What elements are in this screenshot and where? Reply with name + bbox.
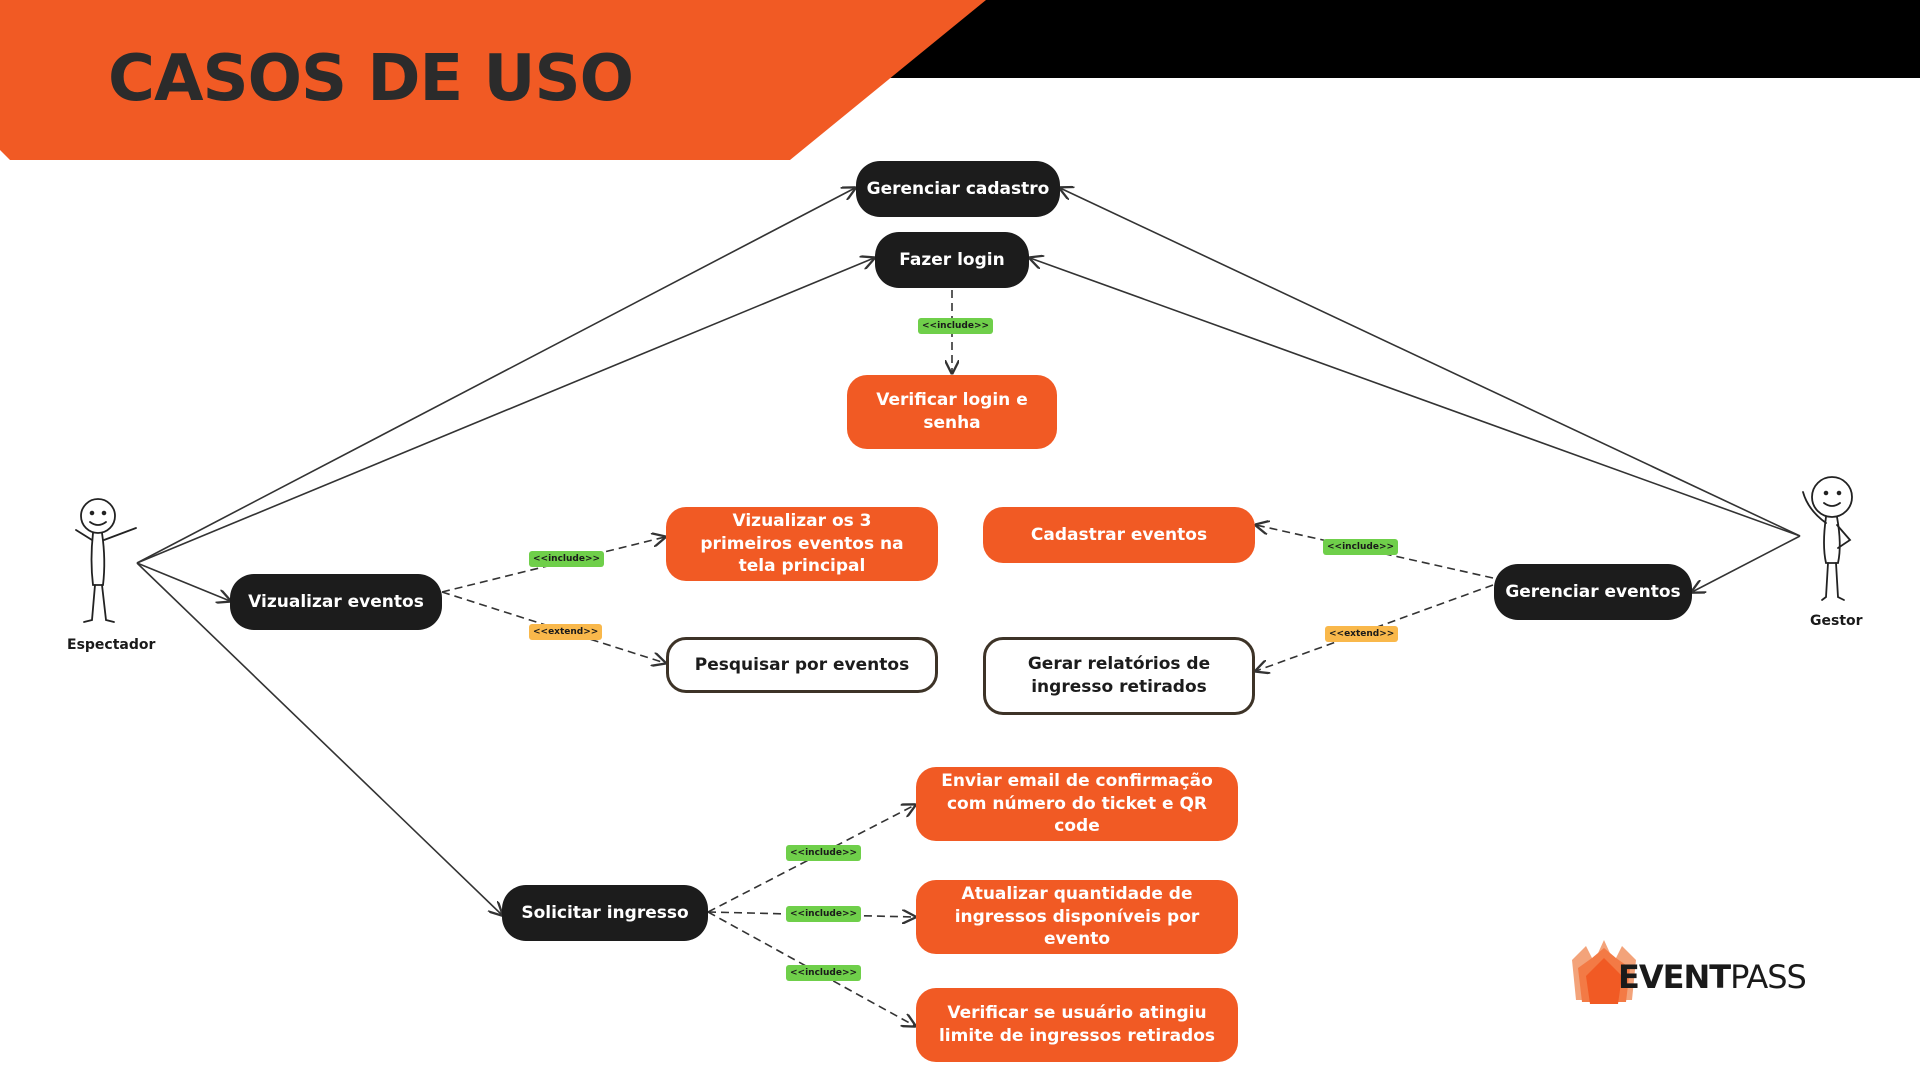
- logo-text-bold: EVENT: [1618, 958, 1731, 996]
- logo: EVENTPASS: [1618, 958, 1807, 996]
- include-tag: <<include>>: [1323, 539, 1399, 555]
- use-case-fazer-login: Fazer login: [875, 232, 1029, 288]
- actor-label-manager: Gestor: [1810, 613, 1863, 629]
- assoc-spectator-fazer-login: [136, 258, 874, 564]
- use-case-atualizar-quantidade: Atualizar quantidade de ingressos dispon…: [916, 880, 1238, 954]
- assoc-spectator-solicitar-ingresso: [136, 562, 502, 915]
- extend-tag: <<extend>>: [529, 624, 603, 640]
- use-case-gerenciar-eventos: Gerenciar eventos: [1494, 564, 1692, 620]
- page-title: CASOS DE USO: [108, 42, 634, 116]
- include-tag: <<include>>: [529, 551, 605, 567]
- actor-label-spectator: Espectador: [67, 637, 156, 653]
- use-case-solicitar-ingresso: Solicitar ingresso: [502, 885, 708, 941]
- assoc-spectator-vizualizar-eventos: [136, 562, 230, 601]
- extend-tag: <<extend>>: [1325, 626, 1399, 642]
- include-atualizar: [707, 912, 915, 917]
- assoc-spectator-gerenciar-cadastro: [136, 188, 855, 564]
- use-case-cadastrar-eventos: Cadastrar eventos: [983, 507, 1255, 563]
- use-case-vizualizar-eventos: Vizualizar eventos: [230, 574, 442, 630]
- flame-lotus-icon: [1572, 940, 1636, 1004]
- spectator-actor-icon: [75, 498, 137, 623]
- extend-relatorios: [1256, 584, 1494, 671]
- header-black-bar: [890, 0, 1920, 78]
- use-case-pesquisar-eventos: Pesquisar por eventos: [666, 637, 938, 693]
- use-case-gerenciar-cadastro: Gerenciar cadastro: [856, 161, 1060, 217]
- include-tag: <<include>>: [918, 318, 994, 334]
- assoc-manager-gerenciar-cadastro: [1060, 188, 1801, 537]
- use-case-verificar-login: Verificar login e senha: [847, 375, 1057, 449]
- logo-text-light: PASS: [1730, 958, 1807, 996]
- use-case-gerar-relatorios: Gerar relatórios de ingresso retirados: [983, 637, 1255, 715]
- manager-actor-icon: [1802, 476, 1853, 601]
- include-tag: <<include>>: [786, 965, 862, 981]
- use-case-verificar-limite: Verificar se usuário atingiu limite de i…: [916, 988, 1238, 1062]
- use-case-enviar-email: Enviar email de confirmação com número d…: [916, 767, 1238, 841]
- include-tag: <<include>>: [786, 906, 862, 922]
- use-case-vizualizar-3-primeiros: Vizualizar os 3 primeiros eventos na tel…: [666, 507, 938, 581]
- header-orange-banner: [0, 0, 986, 160]
- assoc-manager-fazer-login: [1030, 258, 1801, 537]
- assoc-manager-gerenciar-eventos: [1692, 535, 1801, 592]
- include-tag: <<include>>: [786, 845, 862, 861]
